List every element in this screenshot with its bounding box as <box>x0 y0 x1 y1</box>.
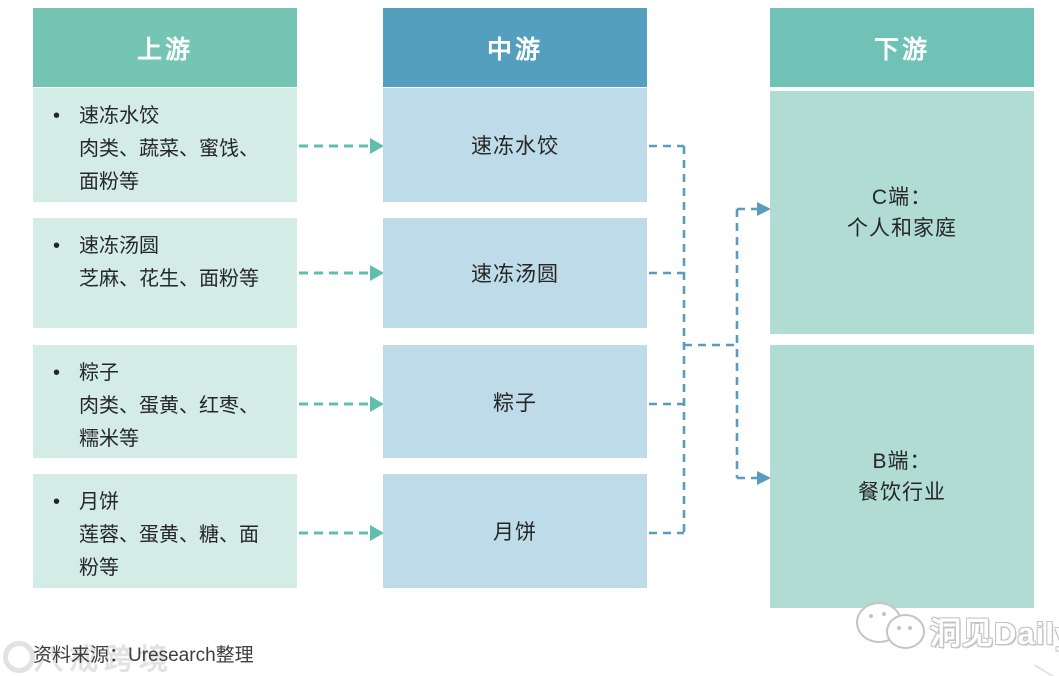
midstream-header: 中游 <box>383 8 647 87</box>
midstream-box-1: 速冻水饺 <box>383 88 647 202</box>
arrowhead-downstream-c <box>757 202 771 216</box>
upstream-box-2-text: 速冻汤圆 芝麻、花生、面粉等 <box>79 230 275 328</box>
downstream-box-c-line2: 个人和家庭 <box>847 216 957 240</box>
bullet-icon: • <box>53 362 61 384</box>
upstream-box-4-title: 月饼 <box>79 491 119 513</box>
watermark-ring-icon <box>3 641 35 673</box>
bullet-icon: • <box>53 235 61 257</box>
arrowhead-upstream-4 <box>370 525 384 541</box>
watermark-text: 八戒跨境 <box>34 644 175 676</box>
upstream-box-3-text: 粽子 肉类、蛋黄、红枣、糯米等 <box>79 357 275 458</box>
downstream-box-c: C端： 个人和家庭 <box>770 91 1034 334</box>
upstream-box-3-title: 粽子 <box>79 362 119 384</box>
upstream-box-1-detail: 肉类、蔬菜、蜜饯、面粉等 <box>79 138 259 193</box>
upstream-box-2: • 速冻汤圆 芝麻、花生、面粉等 <box>33 218 297 328</box>
arrowhead-upstream-1 <box>370 138 384 154</box>
upstream-box-1: • 速冻水饺 肉类、蔬菜、蜜饯、面粉等 <box>33 88 297 202</box>
source-note: 资料来源：Uresearch整理 <box>33 645 254 666</box>
chat-bubble-icon <box>886 614 925 649</box>
downstream-box-b-line1: B端： <box>872 449 932 473</box>
upstream-box-2-title: 速冻汤圆 <box>79 235 159 257</box>
upstream-header: 上游 <box>33 8 297 87</box>
corner-decoration <box>1033 664 1059 676</box>
arrowhead-downstream-b <box>757 471 771 485</box>
upstream-box-3-detail: 肉类、蛋黄、红枣、糯米等 <box>79 395 259 450</box>
downstream-box-b: B端： 餐饮行业 <box>770 345 1034 608</box>
upstream-box-2-detail: 芝麻、花生、面粉等 <box>79 268 259 290</box>
upstream-box-1-title: 速冻水饺 <box>79 105 159 127</box>
downstream-box-c-line1: C端： <box>871 185 933 209</box>
upstream-box-1-text: 速冻水饺 肉类、蔬菜、蜜饯、面粉等 <box>79 100 275 202</box>
upstream-box-4-text: 月饼 莲蓉、蛋黄、糖、面粉等 <box>79 486 275 588</box>
bullet-icon: • <box>53 491 61 513</box>
midstream-box-2: 速冻汤圆 <box>383 218 647 328</box>
arrowhead-upstream-3 <box>370 396 384 412</box>
arrowhead-upstream-2 <box>370 265 384 281</box>
midstream-box-4: 月饼 <box>383 474 647 588</box>
upstream-box-4-detail: 莲蓉、蛋黄、糖、面粉等 <box>79 524 259 579</box>
upstream-box-3: • 粽子 肉类、蛋黄、红枣、糯米等 <box>33 345 297 458</box>
bullet-icon: • <box>53 105 61 127</box>
upstream-box-4: • 月饼 莲蓉、蛋黄、糖、面粉等 <box>33 474 297 588</box>
midstream-box-3: 粽子 <box>383 345 647 458</box>
downstream-header: 下游 <box>770 8 1034 87</box>
downstream-box-b-line2: 餐饮行业 <box>858 480 946 504</box>
brand-name: 洞见Daily <box>930 616 1059 651</box>
brand-logo: 洞见Daily <box>852 600 1059 656</box>
